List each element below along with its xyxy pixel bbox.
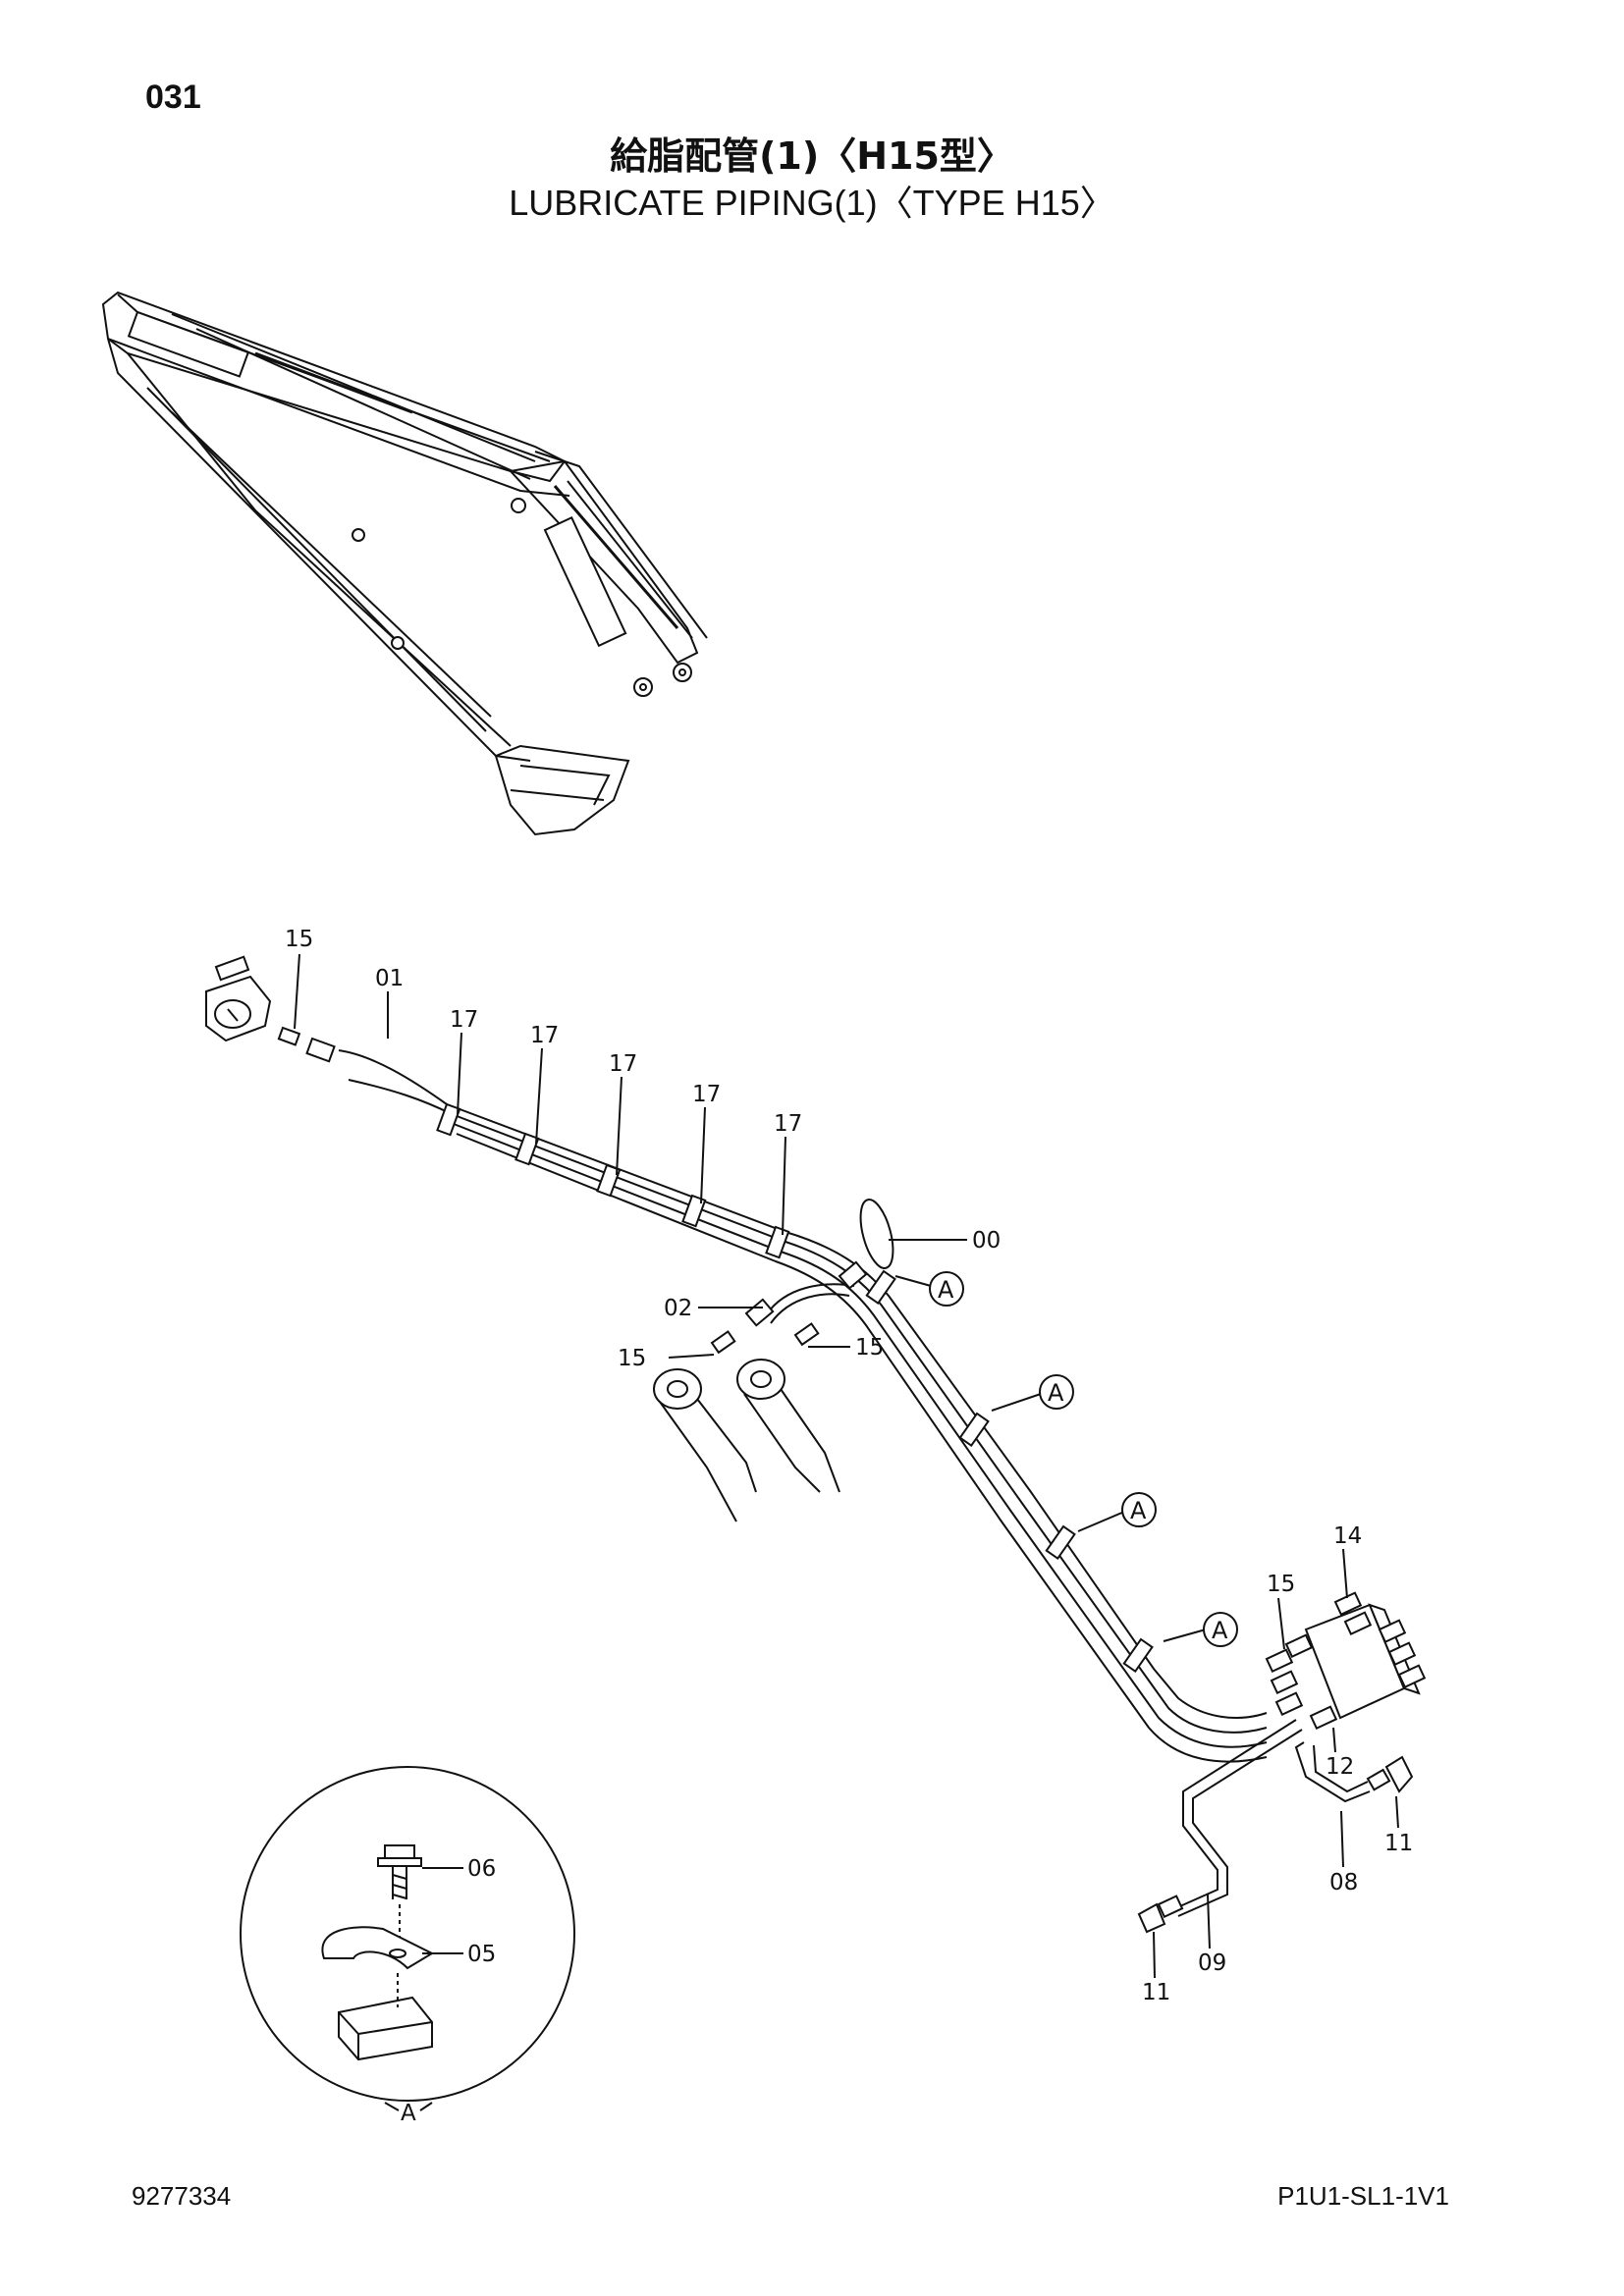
- part-label-12: 12: [1326, 1754, 1354, 1780]
- part-label-08: 08: [1329, 1870, 1358, 1896]
- detail-a-view: 06 05 A: [240, 1766, 575, 2126]
- detail-reference-bubbles: A A A A: [929, 1271, 1238, 1647]
- part-label-00: 00: [972, 1228, 1001, 1254]
- part-label-17: 17: [692, 1082, 721, 1107]
- excavator-front-attachment-drawing: [101, 291, 708, 836]
- part-label-17: 17: [530, 1023, 559, 1048]
- part-label-09: 09: [1198, 1950, 1226, 1976]
- part-label-17: 17: [774, 1111, 802, 1137]
- page-title-chinese: 給脂配管(1)〈H15型〉: [610, 134, 1014, 178]
- part-label-14: 14: [1333, 1523, 1362, 1549]
- part-label-15: 15: [1267, 1572, 1295, 1597]
- part-label-01: 01: [375, 966, 404, 991]
- part-label-05: 05: [467, 1942, 496, 1967]
- detail-ref-bubble: A: [1048, 1379, 1064, 1407]
- document-number: 9277334: [132, 2181, 232, 2211]
- part-label-15: 15: [285, 927, 313, 952]
- part-label-15: 15: [618, 1346, 646, 1371]
- sheet-code: P1U1-SL1-1V1: [1277, 2181, 1449, 2211]
- detail-ref-bubble: A: [1212, 1617, 1228, 1644]
- page-title-english: LUBRICATE PIPING(1)〈TYPE H15〉: [509, 183, 1115, 223]
- part-label-17: 17: [450, 1007, 478, 1033]
- detail-ref-bubble: A: [938, 1276, 954, 1304]
- detail-ref-bubble: A: [1130, 1497, 1147, 1524]
- part-number-labels: 15 01 17 17 17 17 17 00 02 15 15 14 15 1…: [285, 927, 1413, 2005]
- part-label-11: 11: [1384, 1831, 1413, 1856]
- leader-lines: [294, 953, 1399, 1979]
- part-label-06: 06: [467, 1856, 496, 1882]
- part-label-02: 02: [664, 1296, 692, 1321]
- lubricate-piping-drawing: [205, 955, 1427, 1934]
- part-label-15: 15: [855, 1335, 884, 1361]
- part-label-17: 17: [609, 1051, 637, 1077]
- detail-a-label: A: [401, 2101, 416, 2126]
- page-number: 031: [145, 79, 201, 116]
- part-label-11: 11: [1142, 1980, 1170, 2005]
- distributor-fittings: [1265, 1591, 1427, 1731]
